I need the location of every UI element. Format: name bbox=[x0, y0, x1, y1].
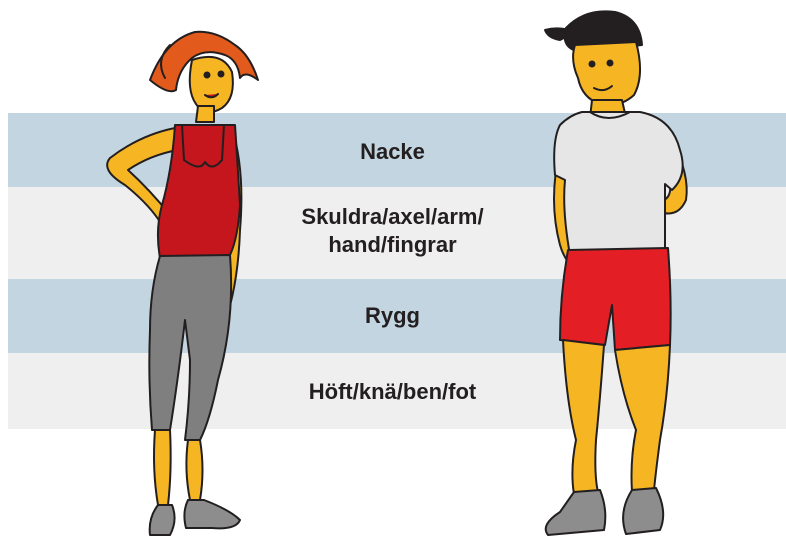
man-shoe-left bbox=[546, 490, 606, 535]
man-shorts bbox=[560, 248, 671, 350]
man-face bbox=[573, 42, 640, 105]
man-shirt bbox=[554, 112, 682, 255]
man-shoe-right bbox=[623, 488, 663, 534]
